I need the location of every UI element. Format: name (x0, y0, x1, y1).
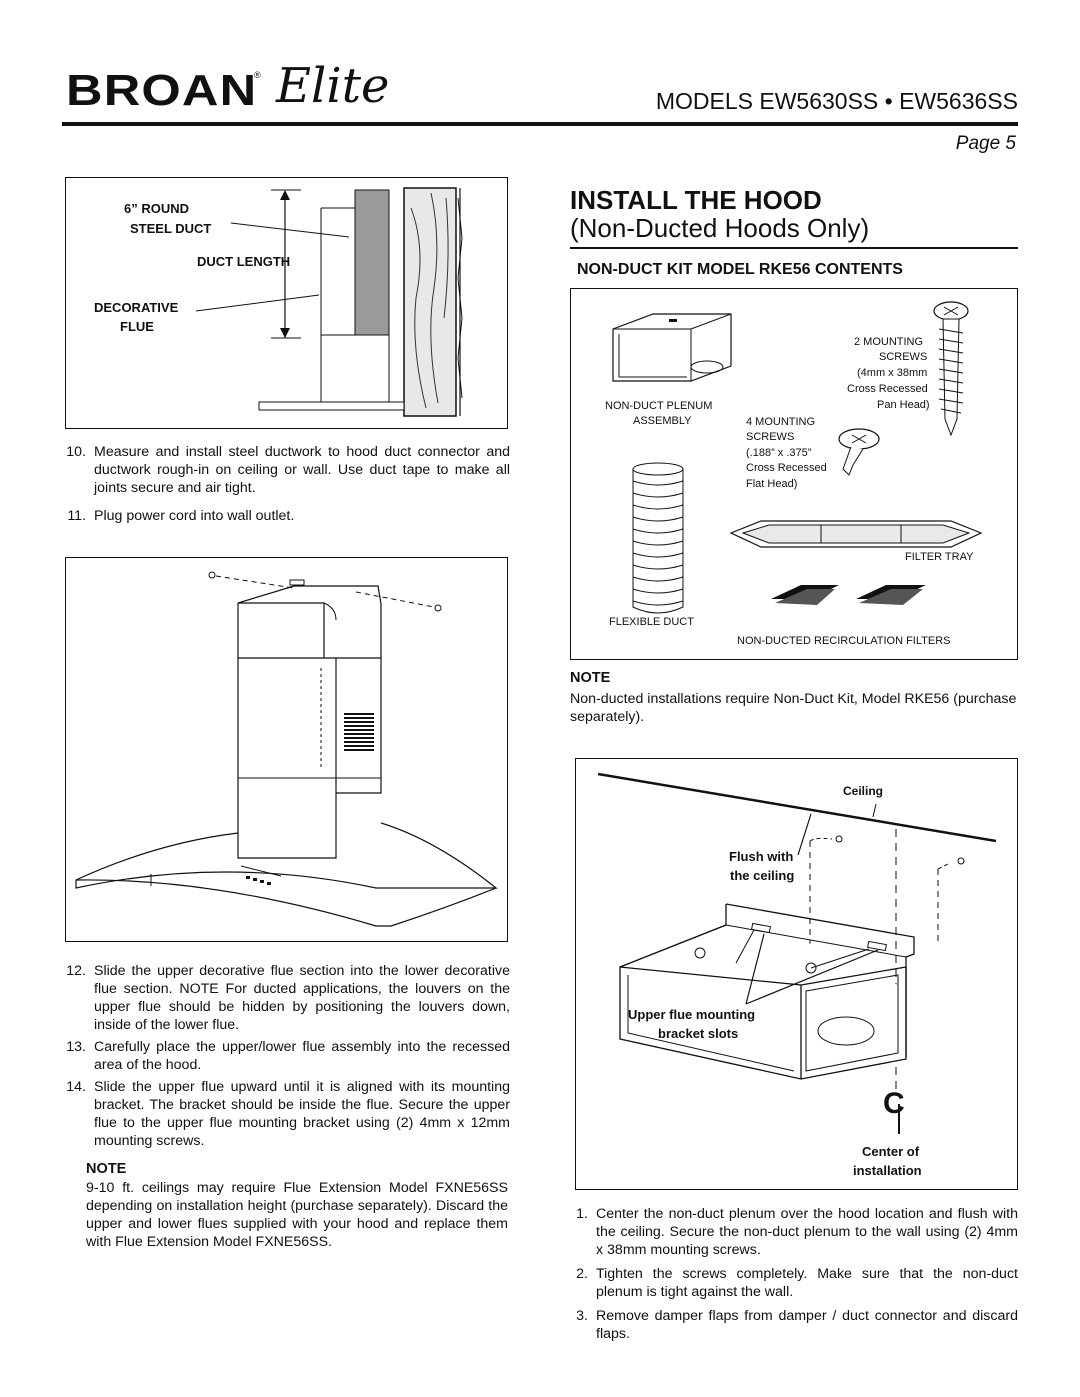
title-rule (570, 247, 1018, 249)
label-filter-tray: FILTER TRAY (905, 551, 974, 563)
list-item: 12.Slide the upper decorative flue secti… (66, 963, 510, 1033)
list-item: 14.Slide the upper flue upward until it … (66, 1079, 510, 1149)
centerline-symbol: C (883, 1087, 905, 1120)
label-plenum-1: NON-DUCT PLENUM (605, 400, 713, 412)
models-heading: MODELS EW5630SS • EW5636SS (655, 88, 1018, 114)
kit-heading: NON-DUCT KIT MODEL RKE56 CONTENTS (577, 261, 903, 278)
section-title: INSTALL THE HOOD (570, 185, 822, 215)
plenum-install-illustration (597, 772, 997, 1089)
brand-logo: BROAN (66, 66, 258, 115)
kit-illustration (612, 301, 983, 614)
label-screws4-5: Flat Head) (746, 478, 798, 490)
brand-script: Elite (276, 58, 390, 114)
registered-mark: ® (254, 70, 261, 80)
label-ceiling: Ceiling (843, 784, 884, 798)
label-screws2-2: SCREWS (879, 351, 928, 363)
note-heading-right: NOTE (570, 670, 611, 686)
steps-12-14: 12.Slide the upper decorative flue secti… (64, 962, 510, 1150)
label-center-2: installation (853, 1163, 922, 1178)
plenum-install-figure: Ceiling Flush with the ceiling Upper flu… (575, 758, 1018, 1190)
label-screws4-4: Cross Recessed (746, 462, 827, 474)
duct-illustration (195, 187, 463, 417)
hood-illustration (75, 571, 498, 927)
label-6-round: 6” ROUND (124, 201, 190, 216)
label-center-1: Center of (862, 1144, 920, 1159)
label-decorative: DECORATIVE (94, 300, 179, 315)
label-flush-1: Flush with (729, 849, 794, 864)
page-number: Page 5 (955, 133, 1016, 154)
label-screws2-5: Pan Head) (877, 399, 930, 411)
label-flush-2: the ceiling (730, 868, 795, 883)
note-heading-left: NOTE (86, 1161, 127, 1177)
note-text-right: Non-ducted installations require Non-Duc… (570, 691, 1017, 725)
kit-contents-figure: NON-DUCT PLENUM ASSEMBLY 2 MOUNTING SCRE… (570, 288, 1018, 660)
label-screws2-1: 2 MOUNTING (854, 336, 924, 348)
list-item: 11.Plug power cord into wall outlet. (67, 508, 295, 524)
list-item: 10.Measure and install steel ductwork to… (66, 444, 510, 496)
list-item: 1.Center the non-duct plenum over the ho… (576, 1206, 1018, 1258)
label-flue: FLUE (120, 319, 154, 334)
list-item: 3.Remove damper flaps from damper / duct… (576, 1308, 1018, 1342)
list-item: 13.Carefully place the upper/lower flue … (66, 1039, 510, 1073)
label-screws2-4: Cross Recessed (847, 383, 928, 395)
label-steel-duct: STEEL DUCT (130, 221, 212, 236)
section-subtitle: (Non-Ducted Hoods Only) (570, 213, 870, 243)
label-screws4-3: (.188” x .375” (746, 447, 812, 459)
duct-figure: 6” ROUND STEEL DUCT DUCT LENGTH DECORATI… (65, 177, 508, 429)
header-rule (62, 122, 1018, 126)
note-text-left: 9-10 ft. ceilings may require Flue Exten… (86, 1180, 508, 1250)
label-screws4-1: 4 MOUNTING (746, 416, 816, 428)
hood-figure (65, 557, 508, 942)
label-screws2-3: (4mm x 38mm (857, 367, 928, 379)
steps-10-11: 10.Measure and install steel ductwork to… (64, 443, 510, 525)
label-upper-1: Upper flue mounting (628, 1007, 756, 1022)
label-upper-2: bracket slots (658, 1026, 739, 1041)
label-filters: NON-DUCTED RECIRCULATION FILTERS (737, 635, 951, 647)
label-screws4-2: SCREWS (746, 431, 795, 443)
label-plenum-2: ASSEMBLY (633, 415, 692, 427)
label-duct-length: DUCT LENGTH (197, 254, 291, 269)
label-flexible-duct: FLEXIBLE DUCT (609, 616, 694, 628)
centerline-mark (898, 1104, 900, 1134)
list-item: 2.Tighten the screws completely. Make su… (576, 1266, 1018, 1300)
steps-right: 1.Center the non-duct plenum over the ho… (566, 1205, 1018, 1343)
